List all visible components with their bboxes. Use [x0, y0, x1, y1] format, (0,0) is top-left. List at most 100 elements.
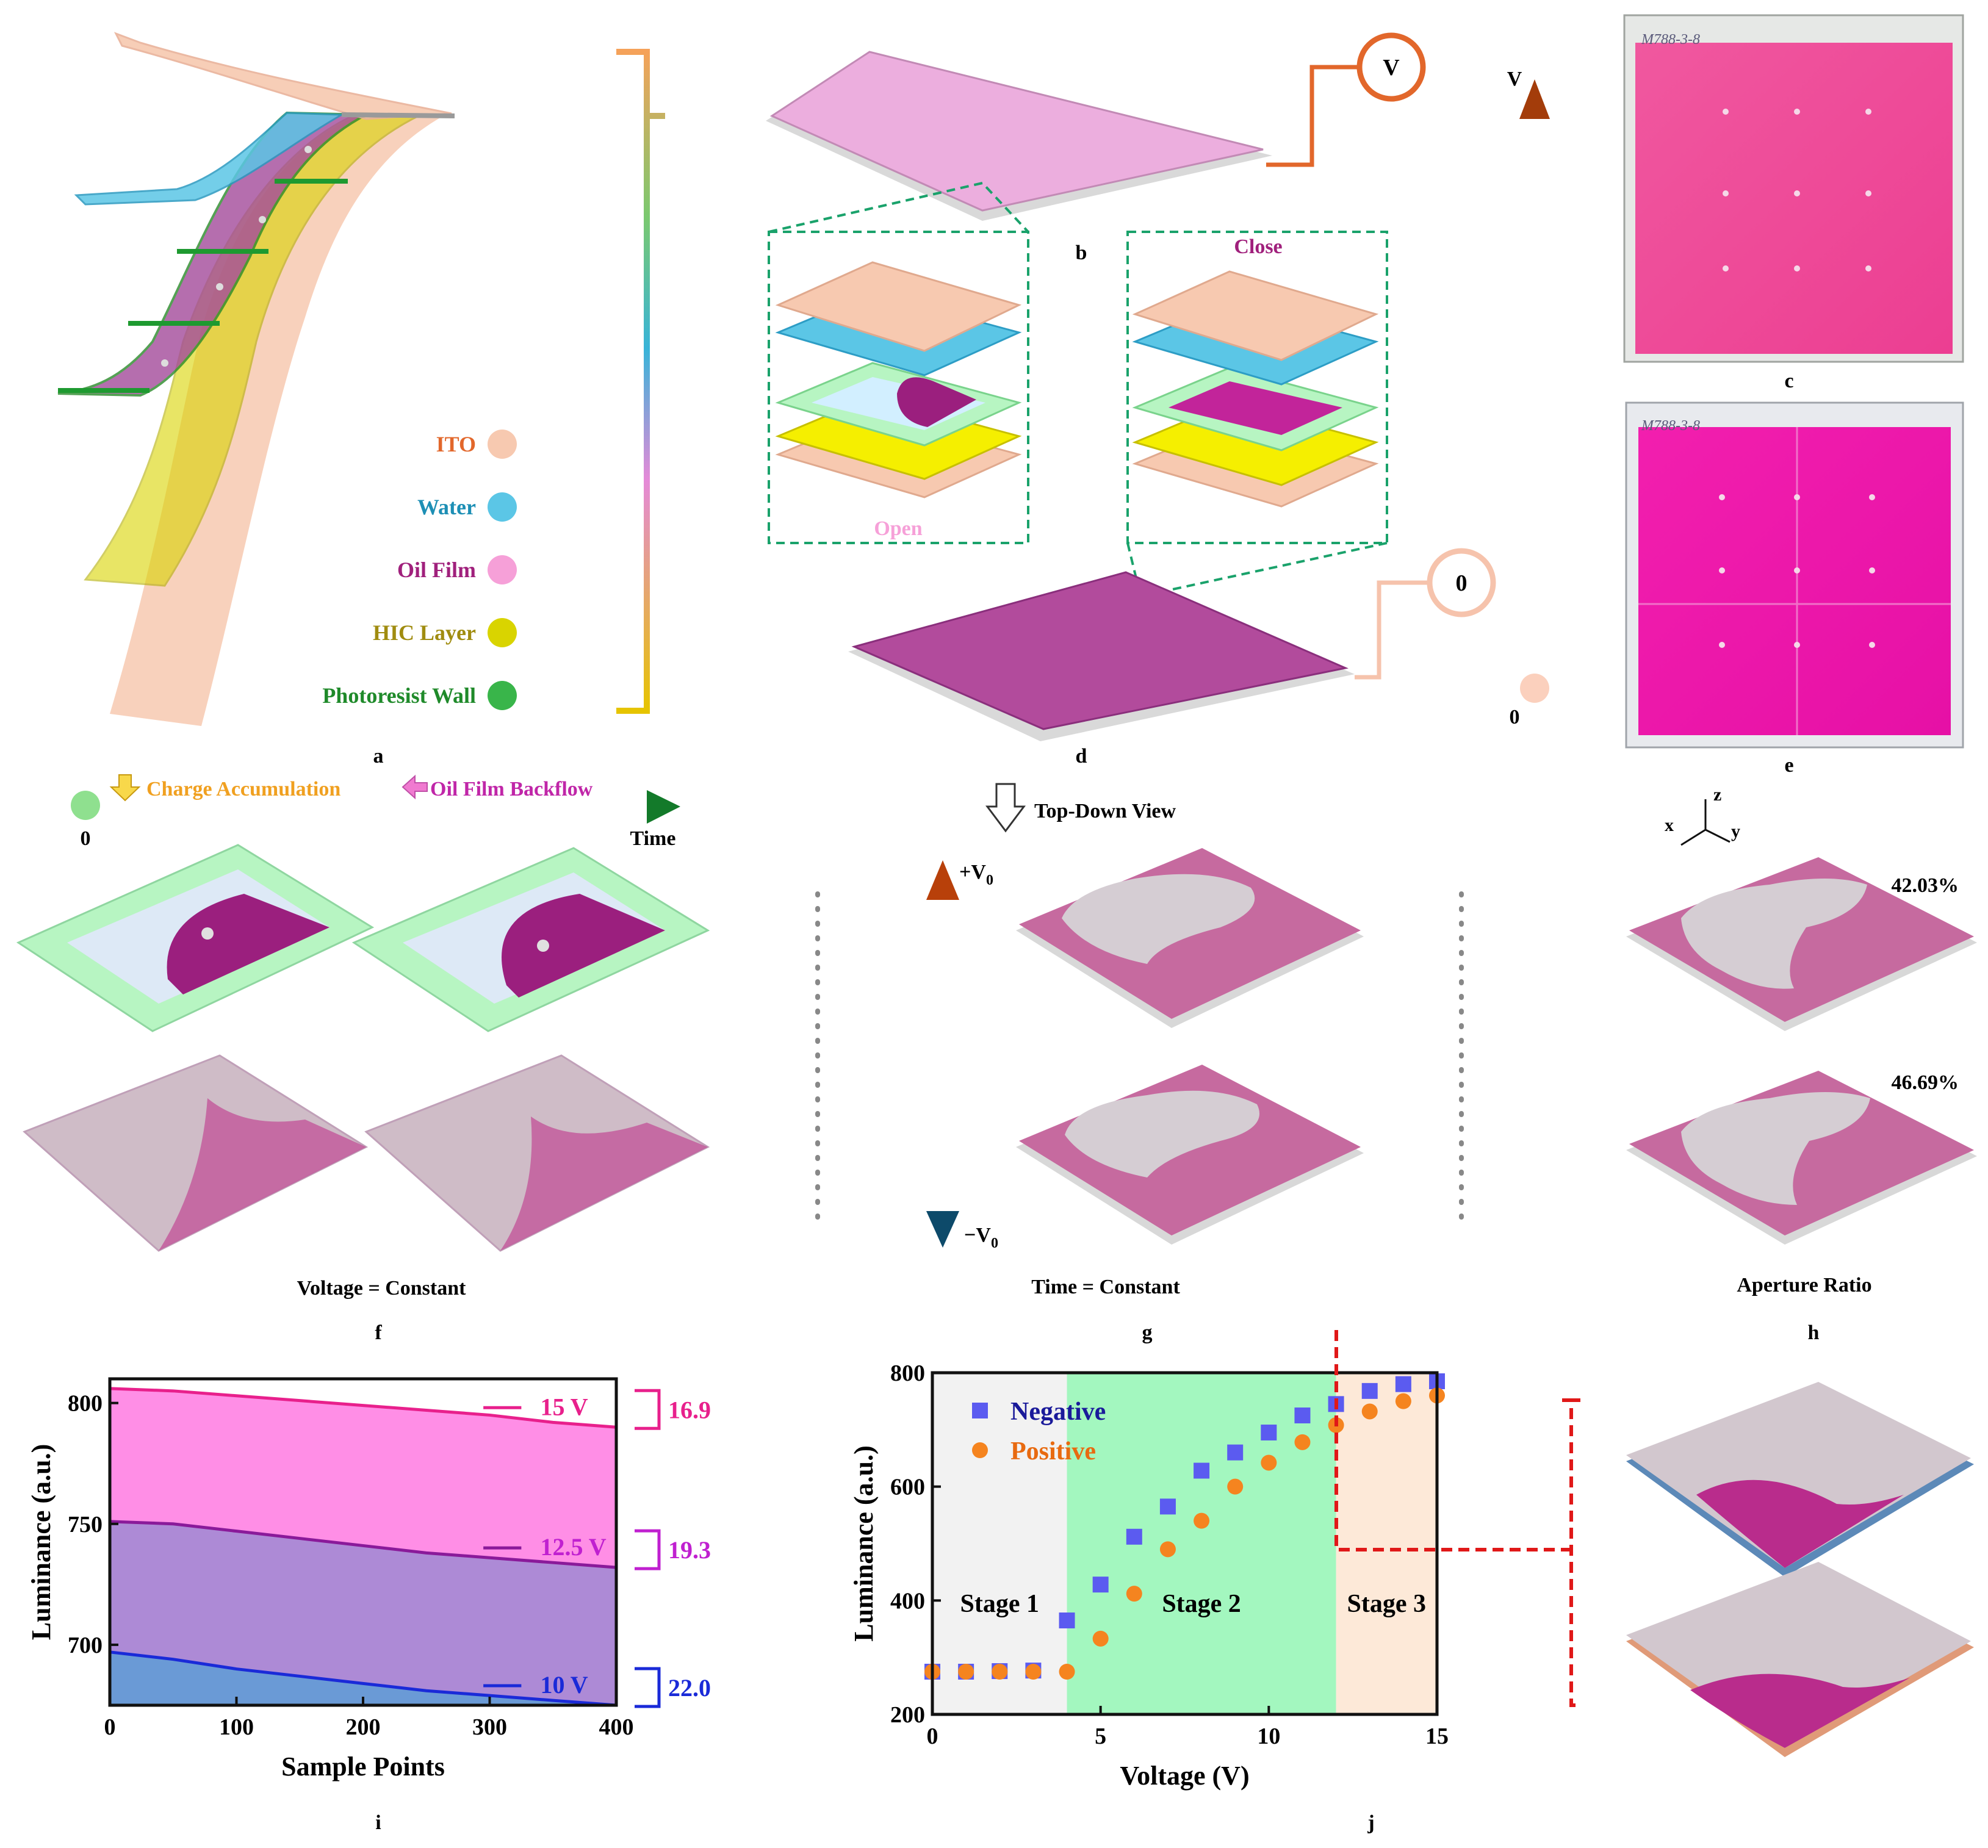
- inset-leader-bottom: [1126, 542, 1388, 596]
- point-positive-13: [1361, 1403, 1378, 1420]
- area-fill-1: [110, 1521, 616, 1705]
- f-pixel-2-oil: [502, 894, 665, 998]
- stage-band-2: [1336, 1373, 1437, 1714]
- point-positive-9: [1227, 1478, 1244, 1495]
- j-pixel-top-oil: [1696, 1479, 1904, 1568]
- photo-c-surface: [1635, 43, 1953, 354]
- axes-triad-icon: [1680, 799, 1730, 846]
- v-arrow-top-label: V: [1507, 68, 1522, 90]
- f-pixel-3-oil: [159, 1098, 366, 1251]
- g-pixel-bottom-open: [1065, 1090, 1259, 1177]
- point-negative-6: [1126, 1528, 1142, 1545]
- charge-arrow-icon: [109, 774, 141, 802]
- legend-oil-swatch: [488, 555, 517, 584]
- source-zero-label: 0: [1456, 570, 1468, 596]
- source-v-circle: [1356, 32, 1426, 102]
- f-pixel-1-oil: [167, 894, 330, 994]
- wire-v: [1266, 65, 1361, 167]
- open-oil: [897, 377, 976, 427]
- y-tick-label-0: 200: [890, 1702, 925, 1728]
- j-pixel-bottom-oil: [1690, 1674, 1910, 1748]
- x-axis-label: Voltage (V): [1120, 1761, 1249, 1791]
- top-down-view-label: Top-Down View: [1034, 800, 1176, 822]
- oil-backflow-label: Oil Film Backflow: [430, 778, 593, 800]
- source-zero-circle: [1427, 548, 1496, 617]
- j-pixel-bottom: [1626, 1562, 1971, 1748]
- panel-label-f: f: [375, 1321, 382, 1344]
- point-negative-9: [1227, 1444, 1244, 1461]
- y-tick-label-1: 400: [890, 1588, 925, 1614]
- v-arrow-base: [1520, 674, 1549, 703]
- j-pixel-top: [1626, 1382, 1971, 1568]
- dot-2: [259, 216, 266, 223]
- drop-value-0: 16.9: [668, 1396, 711, 1423]
- panel-f-caption: Voltage = Constant: [297, 1277, 467, 1300]
- ito-top-sheet: [113, 32, 452, 120]
- photo-e-dots: [1719, 494, 1875, 648]
- photo-e-marking: M788-3-8: [1641, 418, 1700, 434]
- wire-zero: [1355, 580, 1431, 680]
- legend-ito-label: ITO: [436, 432, 476, 456]
- point-negative-7: [1159, 1498, 1176, 1515]
- legend-ito-swatch: [488, 430, 517, 459]
- drop-value-2: 22.0: [668, 1674, 711, 1702]
- panel-a: ITO Water Oil Film HIC Layer Photoresist…: [57, 32, 665, 768]
- panel-g: Top-Down View +V0 −V0 Time = Constant g: [926, 783, 1364, 1344]
- g-pixel-top-open: [1062, 874, 1255, 964]
- open-label: Open: [874, 517, 922, 540]
- ito-bottom-sheet: [110, 113, 445, 726]
- stage-band-1: [1067, 1373, 1336, 1714]
- backflow-arrow-icon: [402, 774, 428, 800]
- point-positive-3: [1025, 1664, 1042, 1680]
- f-pixel-4-oil: [500, 1116, 708, 1251]
- close-oil: [1169, 381, 1342, 435]
- panel-label-i: i: [375, 1811, 381, 1834]
- plot-frame: [931, 1371, 1439, 1716]
- legend-label-1: Positive: [1010, 1437, 1096, 1465]
- down-arrow-icon: [985, 783, 1026, 833]
- area-fill-2: [110, 1652, 616, 1705]
- drop-bracket-2: [635, 1667, 661, 1708]
- panel-label-e: e: [1784, 754, 1793, 777]
- panel-label-b: b: [1076, 242, 1087, 264]
- device-top: [769, 51, 1264, 212]
- h-pixel-bottom-open: [1681, 1092, 1870, 1205]
- legend-marker-1: [972, 1442, 988, 1458]
- f-pixel-2-dot: [537, 940, 549, 952]
- point-negative-4: [1059, 1613, 1075, 1628]
- series-line-2: [109, 1650, 617, 1707]
- series-line-1: [109, 1520, 617, 1569]
- point-negative-8: [1194, 1462, 1210, 1479]
- layer-bracket: [616, 49, 665, 714]
- legend-water-label: Water: [417, 495, 476, 519]
- legend-label-0: Negative: [1010, 1398, 1106, 1426]
- close-ito-top: [1132, 270, 1379, 361]
- photo-e-surface: [1638, 427, 1951, 735]
- point-positive-7: [1159, 1541, 1176, 1558]
- v-arrow-bottom-label: 0: [1510, 706, 1520, 728]
- y-tick-label-2: 800: [68, 1391, 103, 1417]
- panel-label-c: c: [1784, 370, 1793, 392]
- photo-c-dots: [1723, 109, 1871, 271]
- legend-marker-0: [972, 1403, 988, 1418]
- legend-a: ITO Water Oil Film HIC Layer Photoresist…: [322, 430, 517, 710]
- v-arrow-head: [1519, 79, 1550, 119]
- panel-f: 0 Time Charge Accumulation Oil Film Back…: [16, 774, 710, 1344]
- y-tick-label-1: 750: [68, 1512, 103, 1537]
- open-ito-top: [775, 261, 1022, 352]
- x-tick-label-3: 15: [1425, 1724, 1449, 1749]
- point-positive-14: [1395, 1393, 1411, 1409]
- panel-b-d: Open Close V 0 V 0 b d: [766, 32, 1550, 768]
- x-tick-label-0: 0: [104, 1714, 116, 1740]
- point-positive-10: [1261, 1454, 1277, 1471]
- dot-1: [304, 146, 312, 153]
- legend-wall-swatch: [488, 681, 517, 710]
- neg-voltage-arrowhead: [926, 1211, 959, 1248]
- point-positive-11: [1294, 1434, 1311, 1450]
- point-negative-5: [1092, 1577, 1109, 1593]
- point-negative-13: [1361, 1382, 1378, 1399]
- panel-label-h: h: [1808, 1321, 1820, 1344]
